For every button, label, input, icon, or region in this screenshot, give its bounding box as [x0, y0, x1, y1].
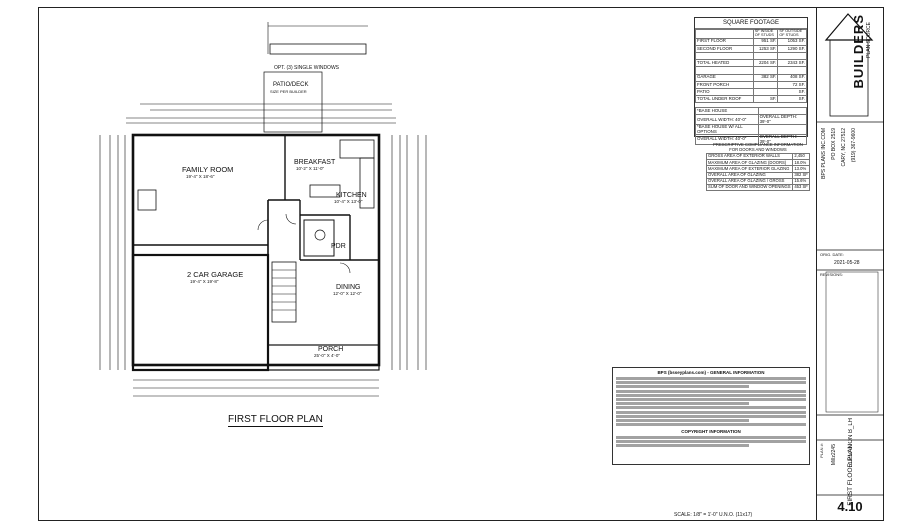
family-room-dim: 19'-4" X 18'-6" — [186, 174, 215, 179]
breakfast-label: BREAKFAST — [294, 159, 336, 166]
scale-note: SCALE: 1/8" = 1'-0" U.N.O. (11x17) — [674, 512, 753, 518]
sqft-extra-cell: *BASE HOUSE — [695, 107, 759, 116]
company-logo-sub: PLAN SOURCE — [866, 22, 872, 58]
sqft-col1: SF INSIDE OF STUDS — [752, 29, 779, 39]
sqft-row-value: 2343 SF. — [777, 59, 807, 68]
plan-number: Millz2245 — [831, 444, 837, 466]
company-phone: (919) 367-9600 — [851, 128, 857, 163]
orig-date: 2021-05-28 — [834, 260, 860, 266]
sqft-row-value: 951 SF. — [752, 37, 779, 46]
sqft-row: PATIO SF. — [695, 87, 807, 97]
sqft-row — [695, 51, 807, 61]
drawing-title: FIRST FLOOR PLAN — [228, 414, 323, 427]
sqft-row-value: 2204 SF. — [752, 59, 779, 68]
garage-dim: 19'-4" X 19'-8" — [190, 279, 219, 284]
sqft-extra-cell: *BASE HOUSE W/ ALL OPTIONS — [695, 124, 759, 136]
sqft-row-value — [777, 51, 807, 61]
sqft-row-label: TOTAL UNDER ROOF — [695, 95, 754, 104]
title-block — [816, 7, 884, 521]
sqft-row-value: SF. — [777, 87, 807, 97]
sqft-extra-cell: OVERALL DEPTH: 39'-0" — [757, 134, 808, 145]
sqft-row-label: SECOND FLOOR — [695, 44, 754, 53]
sqft-row-value: SF. — [752, 95, 779, 104]
psi-sub: FOR DOORS AND WINDOWS — [729, 147, 787, 152]
sqft-row-label: FIRST FLOOR — [695, 37, 754, 46]
sqft-extra-cell: OVERALL DEPTH: 39'-0" — [757, 114, 808, 126]
porch-label: PORCH — [318, 346, 344, 353]
sheet-number: 4.10 — [837, 499, 863, 514]
sqft-extra-row: OVERALL WIDTH: 40'-0"OVERALL DEPTH: 39'-… — [695, 134, 808, 145]
sqft-row-value: 1053 SF. — [777, 37, 807, 46]
date-label: ORIG. DATE: — [820, 252, 844, 257]
sqft-row-value — [752, 51, 779, 61]
sqft-extra-cell — [757, 107, 808, 116]
sqft-row-value — [752, 80, 779, 89]
plan-num-label: PLAN #: — [819, 443, 824, 458]
garage-label: 2 CAR GARAGE — [187, 270, 244, 279]
sqft-row-value: 72 SF. — [777, 80, 807, 89]
family-room-label: FAMILY ROOM — [182, 165, 234, 174]
sqft-extra-row: *BASE HOUSE — [695, 107, 808, 116]
sqft-row: FRONT PORCH 72 SF. — [695, 80, 807, 89]
square-footage-table: SQUARE FOOTAGE SF INSIDE OF STUDS SF OUT… — [694, 17, 808, 145]
psi-row-label: SUM OF DOOR AND WINDOW OPENINGS — [705, 183, 794, 192]
sqft-title: SQUARE FOOTAGE — [695, 18, 807, 29]
revisions-label: REVISIONS: — [820, 272, 843, 277]
sqft-row-label — [695, 51, 754, 61]
sqft-row-label: TOTAL HEATED — [695, 59, 754, 68]
sqft-row-value: 408 SF. — [777, 73, 807, 82]
dining-dim: 12'-0" X 12'-0" — [333, 291, 362, 296]
sqft-row-value — [752, 87, 779, 97]
breakfast-dim: 10'-2" X 11'-0" — [296, 166, 325, 171]
dining-label: DINING — [336, 284, 361, 291]
patio-sub-label: SIZE PER BUILDER — [270, 89, 307, 94]
sqft-row-value — [752, 66, 779, 75]
pdr-label: PDR — [331, 243, 346, 250]
sqft-row-label — [695, 66, 754, 75]
company-po: PO BOX 2519 — [831, 128, 837, 160]
patio-label: PATIO/DECK — [273, 82, 309, 88]
psi-title: PRESCRIPTIVE COMPLIANCE INFORMATION — [713, 142, 803, 147]
sqft-row-value — [777, 66, 807, 75]
sqft-row-value: 1290 SF. — [777, 44, 807, 53]
kitchen-dim: 10'-4" X 13'-0" — [334, 199, 363, 204]
company-logo: BUILDERS — [851, 14, 866, 89]
sqft-row-value: 382 SF. — [752, 73, 779, 82]
sqft-col2: SF OUTSIDE OF STUDS — [777, 29, 807, 39]
sheet-name: FIRST FLOOR PLAN — [847, 444, 854, 506]
sqft-row-value: SF. — [777, 95, 807, 104]
kitchen-label: KITCHEN — [336, 192, 367, 199]
psi-row-value: 453 SF — [792, 183, 810, 192]
company-city: CARY, NC 27512 — [841, 128, 847, 167]
sqft-row-label: FRONT PORCH — [695, 80, 754, 89]
window-option-label: OPT. (3) SINGLE WINDOWS — [274, 65, 340, 71]
sqft-row-label: PATIO — [695, 87, 754, 97]
sqft-row-value: 1253 SF. — [752, 44, 779, 53]
sqft-row — [695, 66, 807, 75]
notes-title: BPS (bsseyplans.com) - GENERAL INFORMATI… — [657, 370, 765, 375]
general-information-notes: BPS (bsseyplans.com) - GENERAL INFORMATI… — [612, 367, 810, 465]
porch-dim: 25'-0" X 4'-0" — [314, 353, 340, 358]
sqft-row-label: GARAGE — [695, 73, 754, 82]
company-web: BPS PLANS INC.COM — [821, 128, 827, 179]
prescriptive-compliance-table: PRESCRIPTIVE COMPLIANCE INFORMATION FOR … — [705, 142, 810, 192]
copyright-title: COPYRIGHT INFORMATION — [681, 429, 741, 435]
